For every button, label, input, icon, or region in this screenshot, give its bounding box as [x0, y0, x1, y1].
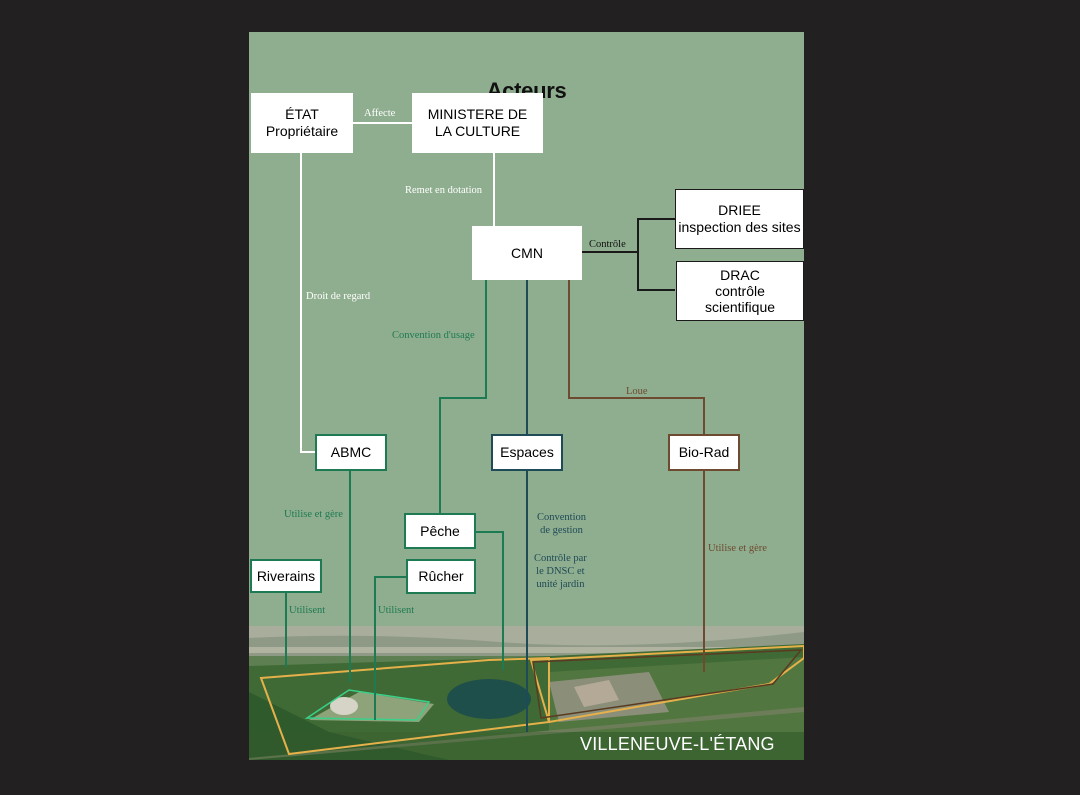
node-biorad: Bio-Rad — [668, 434, 740, 471]
label-convention-usage: Convention d'usage — [392, 330, 475, 341]
label-utilise-et-gere-biorad: Utilise et gère — [708, 543, 767, 554]
label-controle-dnsc: Contrôle par le DNSC et unité jardin — [534, 552, 587, 591]
label-convention-line-2: de gestion — [540, 525, 583, 536]
label-utilisent-rucher: Utilisent — [378, 605, 415, 616]
cmn-oversight-edges — [582, 218, 675, 291]
photo-caption: VILLENEUVE-L'ÉTANG — [580, 734, 775, 754]
node-ministere-line-1: MINISTERE DE — [427, 106, 528, 122]
node-etat-line-1: ÉTAT — [285, 106, 319, 122]
peche-photo-edge — [476, 531, 504, 670]
node-drac-line-3: scientifique — [704, 299, 776, 315]
etat-abmc-edge — [300, 153, 315, 453]
label-affecte: Affecte — [364, 108, 396, 119]
node-peche: Pêche — [404, 513, 476, 549]
cmn-biorad-edge — [568, 280, 705, 672]
node-espaces-label: Espaces — [500, 444, 554, 460]
node-rucher: Rûcher — [406, 559, 476, 594]
node-etat-line-2: Propriétaire — [265, 123, 339, 139]
node-driee-line-1: DRIEE — [718, 202, 761, 218]
node-rucher-label: Rûcher — [418, 568, 464, 584]
label-droit-de-regard: Droit de regard — [306, 291, 371, 302]
label-convention-de-gestion: Convention de gestion — [537, 511, 586, 537]
node-peche-label: Pêche — [420, 522, 460, 539]
rucher-photo-edge — [374, 576, 406, 720]
node-ministere-line-2: LA CULTURE — [434, 123, 521, 139]
label-utilise-et-gere: Utilise et gère — [284, 509, 343, 520]
label-dnsc-line-1: Contrôle par — [534, 553, 587, 564]
node-abmc-label: ABMC — [330, 444, 372, 460]
node-riverains: Riverains — [250, 559, 322, 593]
node-espaces: Espaces — [491, 434, 563, 471]
node-abmc: ABMC — [315, 434, 387, 471]
label-controle: Contrôle — [589, 239, 626, 250]
cmn-peche-edge — [439, 280, 487, 513]
label-remet-en-dotation: Remet en dotation — [405, 185, 482, 196]
diagram-canvas — [249, 122, 804, 760]
node-cmn-label: CMN — [511, 244, 543, 261]
node-riverains-label: Riverains — [256, 567, 316, 584]
node-cmn: CMN — [472, 226, 582, 280]
node-driee-line-2: inspection des sites — [678, 219, 801, 235]
label-dnsc-line-3: unité jardin — [536, 579, 585, 590]
node-drac-line-1: DRAC — [720, 267, 760, 283]
node-drac-line-2: contrôle — [715, 283, 765, 299]
label-dnsc-line-2: le DNSC et — [536, 566, 585, 577]
label-convention-line-1: Convention — [537, 512, 586, 523]
node-biorad-label: Bio-Rad — [678, 444, 730, 460]
aerial-photo — [249, 626, 804, 760]
label-utilisent-riverains: Utilisent — [289, 605, 326, 616]
label-loue: Loue — [626, 386, 648, 397]
